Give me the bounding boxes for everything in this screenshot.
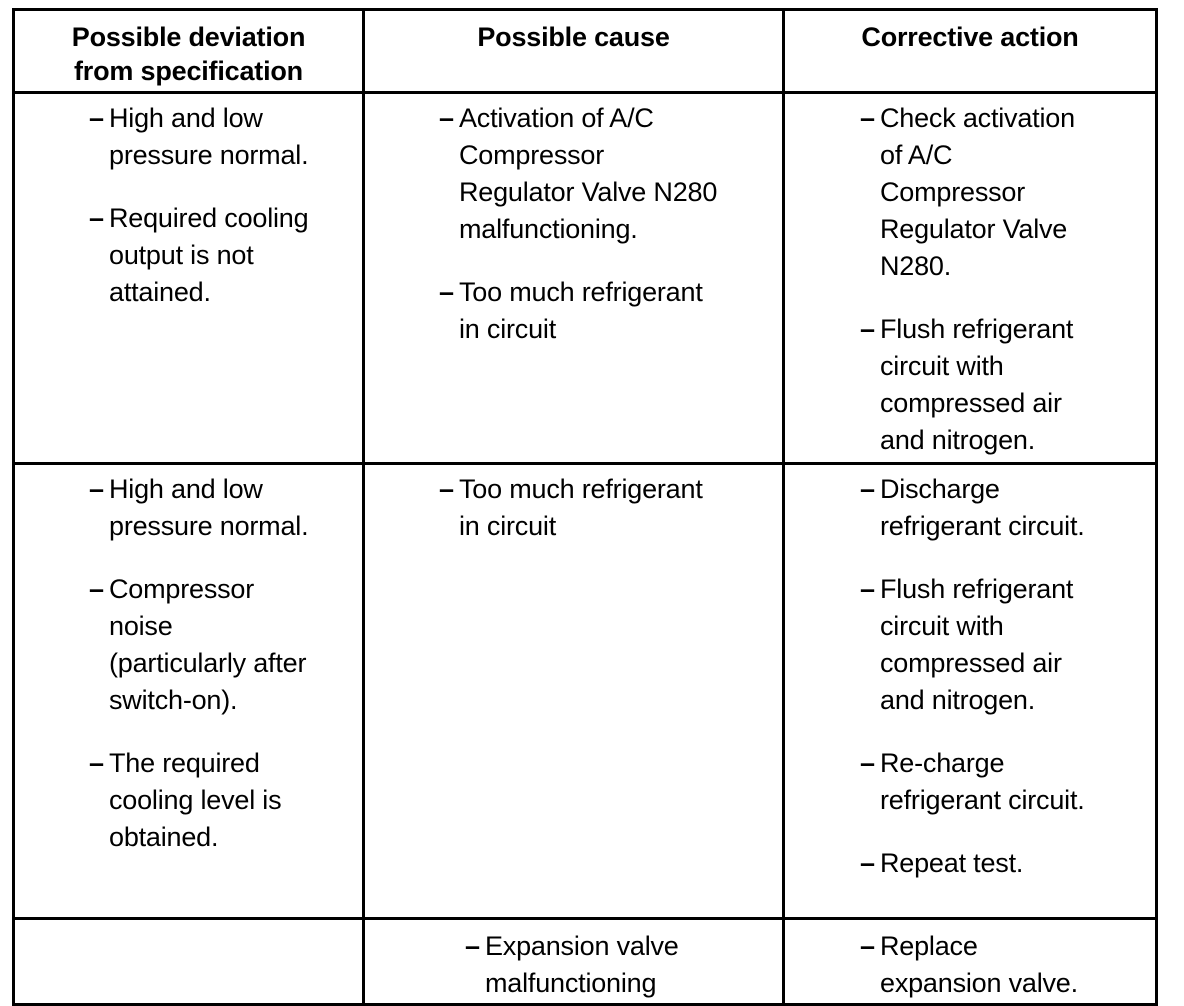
bullet-list: – Expansion valve malfunctioning xyxy=(365,920,782,1002)
column-header-action: Corrective action xyxy=(782,8,1158,94)
column-header-cause-label: Possible cause xyxy=(477,22,670,52)
dash-bullet-icon: – xyxy=(860,103,875,133)
bullet-list: – Check activation of A/C Compressor Reg… xyxy=(785,94,1155,459)
list-item: – Repeat test. xyxy=(860,845,1147,882)
list-item-text: Activation of A/C Compressor Regulator V… xyxy=(459,103,718,244)
list-item-text: Required cooling output is not attained. xyxy=(109,203,309,307)
list-item: – Re-charge refrigerant circuit. xyxy=(860,745,1147,819)
dash-bullet-icon: – xyxy=(860,314,875,344)
cell-cause: – Activation of A/C Compressor Regulator… xyxy=(362,91,785,465)
troubleshooting-table: Possible deviation from specification Po… xyxy=(12,8,1158,1006)
list-item: – Too much refrigerant in circuit xyxy=(439,274,774,348)
list-item: – Check activation of A/C Compressor Reg… xyxy=(860,100,1147,285)
list-item-text: High and low pressure normal. xyxy=(109,103,309,170)
dash-bullet-icon: – xyxy=(89,474,104,504)
dash-bullet-icon: – xyxy=(860,931,875,961)
dash-bullet-icon: – xyxy=(860,474,875,504)
list-item-text: Re-charge refrigerant circuit. xyxy=(880,748,1085,815)
bullet-list: – Too much refrigerant in circuit xyxy=(365,465,782,545)
list-item: – Expansion valve malfunctioning xyxy=(465,928,774,1002)
list-item-text: Expansion valve malfunctioning xyxy=(485,931,679,998)
column-header-action-label: Corrective action xyxy=(861,22,1079,52)
table-body: – High and low pressure normal. – Requir… xyxy=(12,91,1158,1006)
table-row: – High and low pressure normal. – Requir… xyxy=(12,91,1158,465)
dash-bullet-icon: – xyxy=(860,848,875,878)
bullet-list: – Discharge refrigerant circuit. – Flush… xyxy=(785,465,1155,882)
list-item-text: The required cooling level is obtained. xyxy=(109,748,282,852)
dash-bullet-icon: – xyxy=(439,277,454,307)
list-item-text: Compressor noise (particularly after swi… xyxy=(109,574,307,715)
list-item-text: Check activation of A/C Compressor Regul… xyxy=(880,103,1075,281)
list-item: – Flush refrigerant circuit with compres… xyxy=(860,311,1147,459)
bullet-list: – Activation of A/C Compressor Regulator… xyxy=(365,94,782,348)
column-header-cause: Possible cause xyxy=(362,8,785,94)
list-item-text: Replace expansion valve. xyxy=(880,931,1078,998)
dash-bullet-icon: – xyxy=(860,574,875,604)
table-header: Possible deviation from specification Po… xyxy=(12,8,1158,94)
empty-cell xyxy=(15,920,362,1003)
list-item: – Required cooling output is not attaine… xyxy=(89,200,354,311)
cell-cause: – Expansion valve malfunctioning xyxy=(362,917,785,1006)
list-item: – High and low pressure normal. xyxy=(89,100,354,174)
list-item: – Replace expansion valve. xyxy=(860,928,1147,1002)
dash-bullet-icon: – xyxy=(89,748,104,778)
list-item-text: Too much refrigerant in circuit xyxy=(459,277,703,344)
cell-deviation: – High and low pressure normal. – Requir… xyxy=(12,91,365,465)
list-item-text: Flush refrigerant circuit with compresse… xyxy=(880,574,1074,715)
cell-deviation: – High and low pressure normal. – Compre… xyxy=(12,462,365,920)
table-row: – Expansion valve malfunctioning – Repla… xyxy=(12,917,1158,1006)
list-item: – Too much refrigerant in circuit xyxy=(439,471,774,545)
dash-bullet-icon: – xyxy=(465,931,480,961)
list-item-text: Flush refrigerant circuit with compresse… xyxy=(880,314,1074,455)
dash-bullet-icon: – xyxy=(89,203,104,233)
list-item: – The required cooling level is obtained… xyxy=(89,745,354,856)
list-item-text: Too much refrigerant in circuit xyxy=(459,474,703,541)
cell-action: – Replace expansion valve. xyxy=(782,917,1158,1006)
list-item: – Activation of A/C Compressor Regulator… xyxy=(439,100,774,248)
bullet-list: – Replace expansion valve. xyxy=(785,920,1155,1002)
list-item: – High and low pressure normal. xyxy=(89,471,354,545)
dash-bullet-icon: – xyxy=(439,103,454,133)
bullet-list: – High and low pressure normal. – Compre… xyxy=(15,465,362,856)
cell-action: – Discharge refrigerant circuit. – Flush… xyxy=(782,462,1158,920)
cell-action: – Check activation of A/C Compressor Reg… xyxy=(782,91,1158,465)
list-item: – Flush refrigerant circuit with compres… xyxy=(860,571,1147,719)
header-row: Possible deviation from specification Po… xyxy=(12,8,1158,94)
dash-bullet-icon: – xyxy=(860,748,875,778)
dash-bullet-icon: – xyxy=(89,574,104,604)
list-item-text: Repeat test. xyxy=(880,848,1024,878)
list-item: – Compressor noise (particularly after s… xyxy=(89,571,354,719)
column-header-deviation: Possible deviation from specification xyxy=(12,8,365,94)
table-row: – High and low pressure normal. – Compre… xyxy=(12,462,1158,920)
bullet-list: – High and low pressure normal. – Requir… xyxy=(15,94,362,311)
dash-bullet-icon: – xyxy=(439,474,454,504)
list-item: – Discharge refrigerant circuit. xyxy=(860,471,1147,545)
list-item-text: High and low pressure normal. xyxy=(109,474,309,541)
cell-deviation xyxy=(12,917,365,1006)
list-item-text: Discharge refrigerant circuit. xyxy=(880,474,1085,541)
dash-bullet-icon: – xyxy=(89,103,104,133)
cell-cause: – Too much refrigerant in circuit xyxy=(362,462,785,920)
column-header-deviation-label: Possible deviation from specification xyxy=(71,22,306,86)
